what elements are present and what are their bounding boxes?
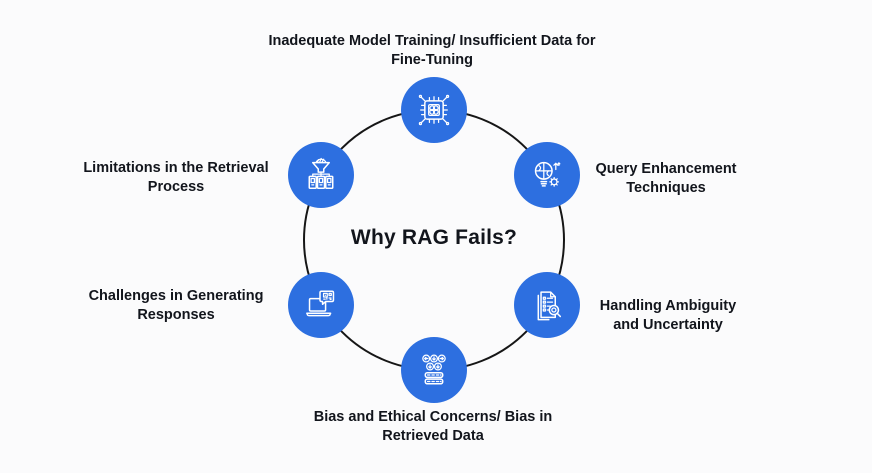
node-retrieval-limitations <box>288 142 354 208</box>
label-query-enhancement: Query Enhancement Techniques <box>595 161 737 197</box>
node-query-enhancement <box>514 142 580 208</box>
node-ambiguity-uncertainty <box>514 272 580 338</box>
document-magnifier-icon <box>525 283 569 327</box>
label-model-training: Inadequate Model Training/ Insufficient … <box>268 33 596 69</box>
laptop-chat-qr-icon <box>299 283 343 327</box>
funnel-database-icon <box>299 153 343 197</box>
node-generating-responses <box>288 272 354 338</box>
diagram-title: Why RAG Fails? <box>350 226 518 249</box>
node-bias-ethics <box>401 337 467 403</box>
bulb-gear-arrow-icon <box>525 153 569 197</box>
label-generating-responses: Challenges in Generating Responses <box>88 288 264 324</box>
bias-arrows-stack-icon <box>412 348 456 392</box>
ai-chip-icon <box>412 88 456 132</box>
label-ambiguity-uncertainty: Handling Ambiguity and Uncertainty <box>599 298 737 334</box>
label-retrieval-limitations: Limitations in the Retrieval Process <box>83 160 269 196</box>
label-bias-ethics: Bias and Ethical Concerns/ Bias in Retri… <box>313 409 553 445</box>
node-model-training <box>401 77 467 143</box>
